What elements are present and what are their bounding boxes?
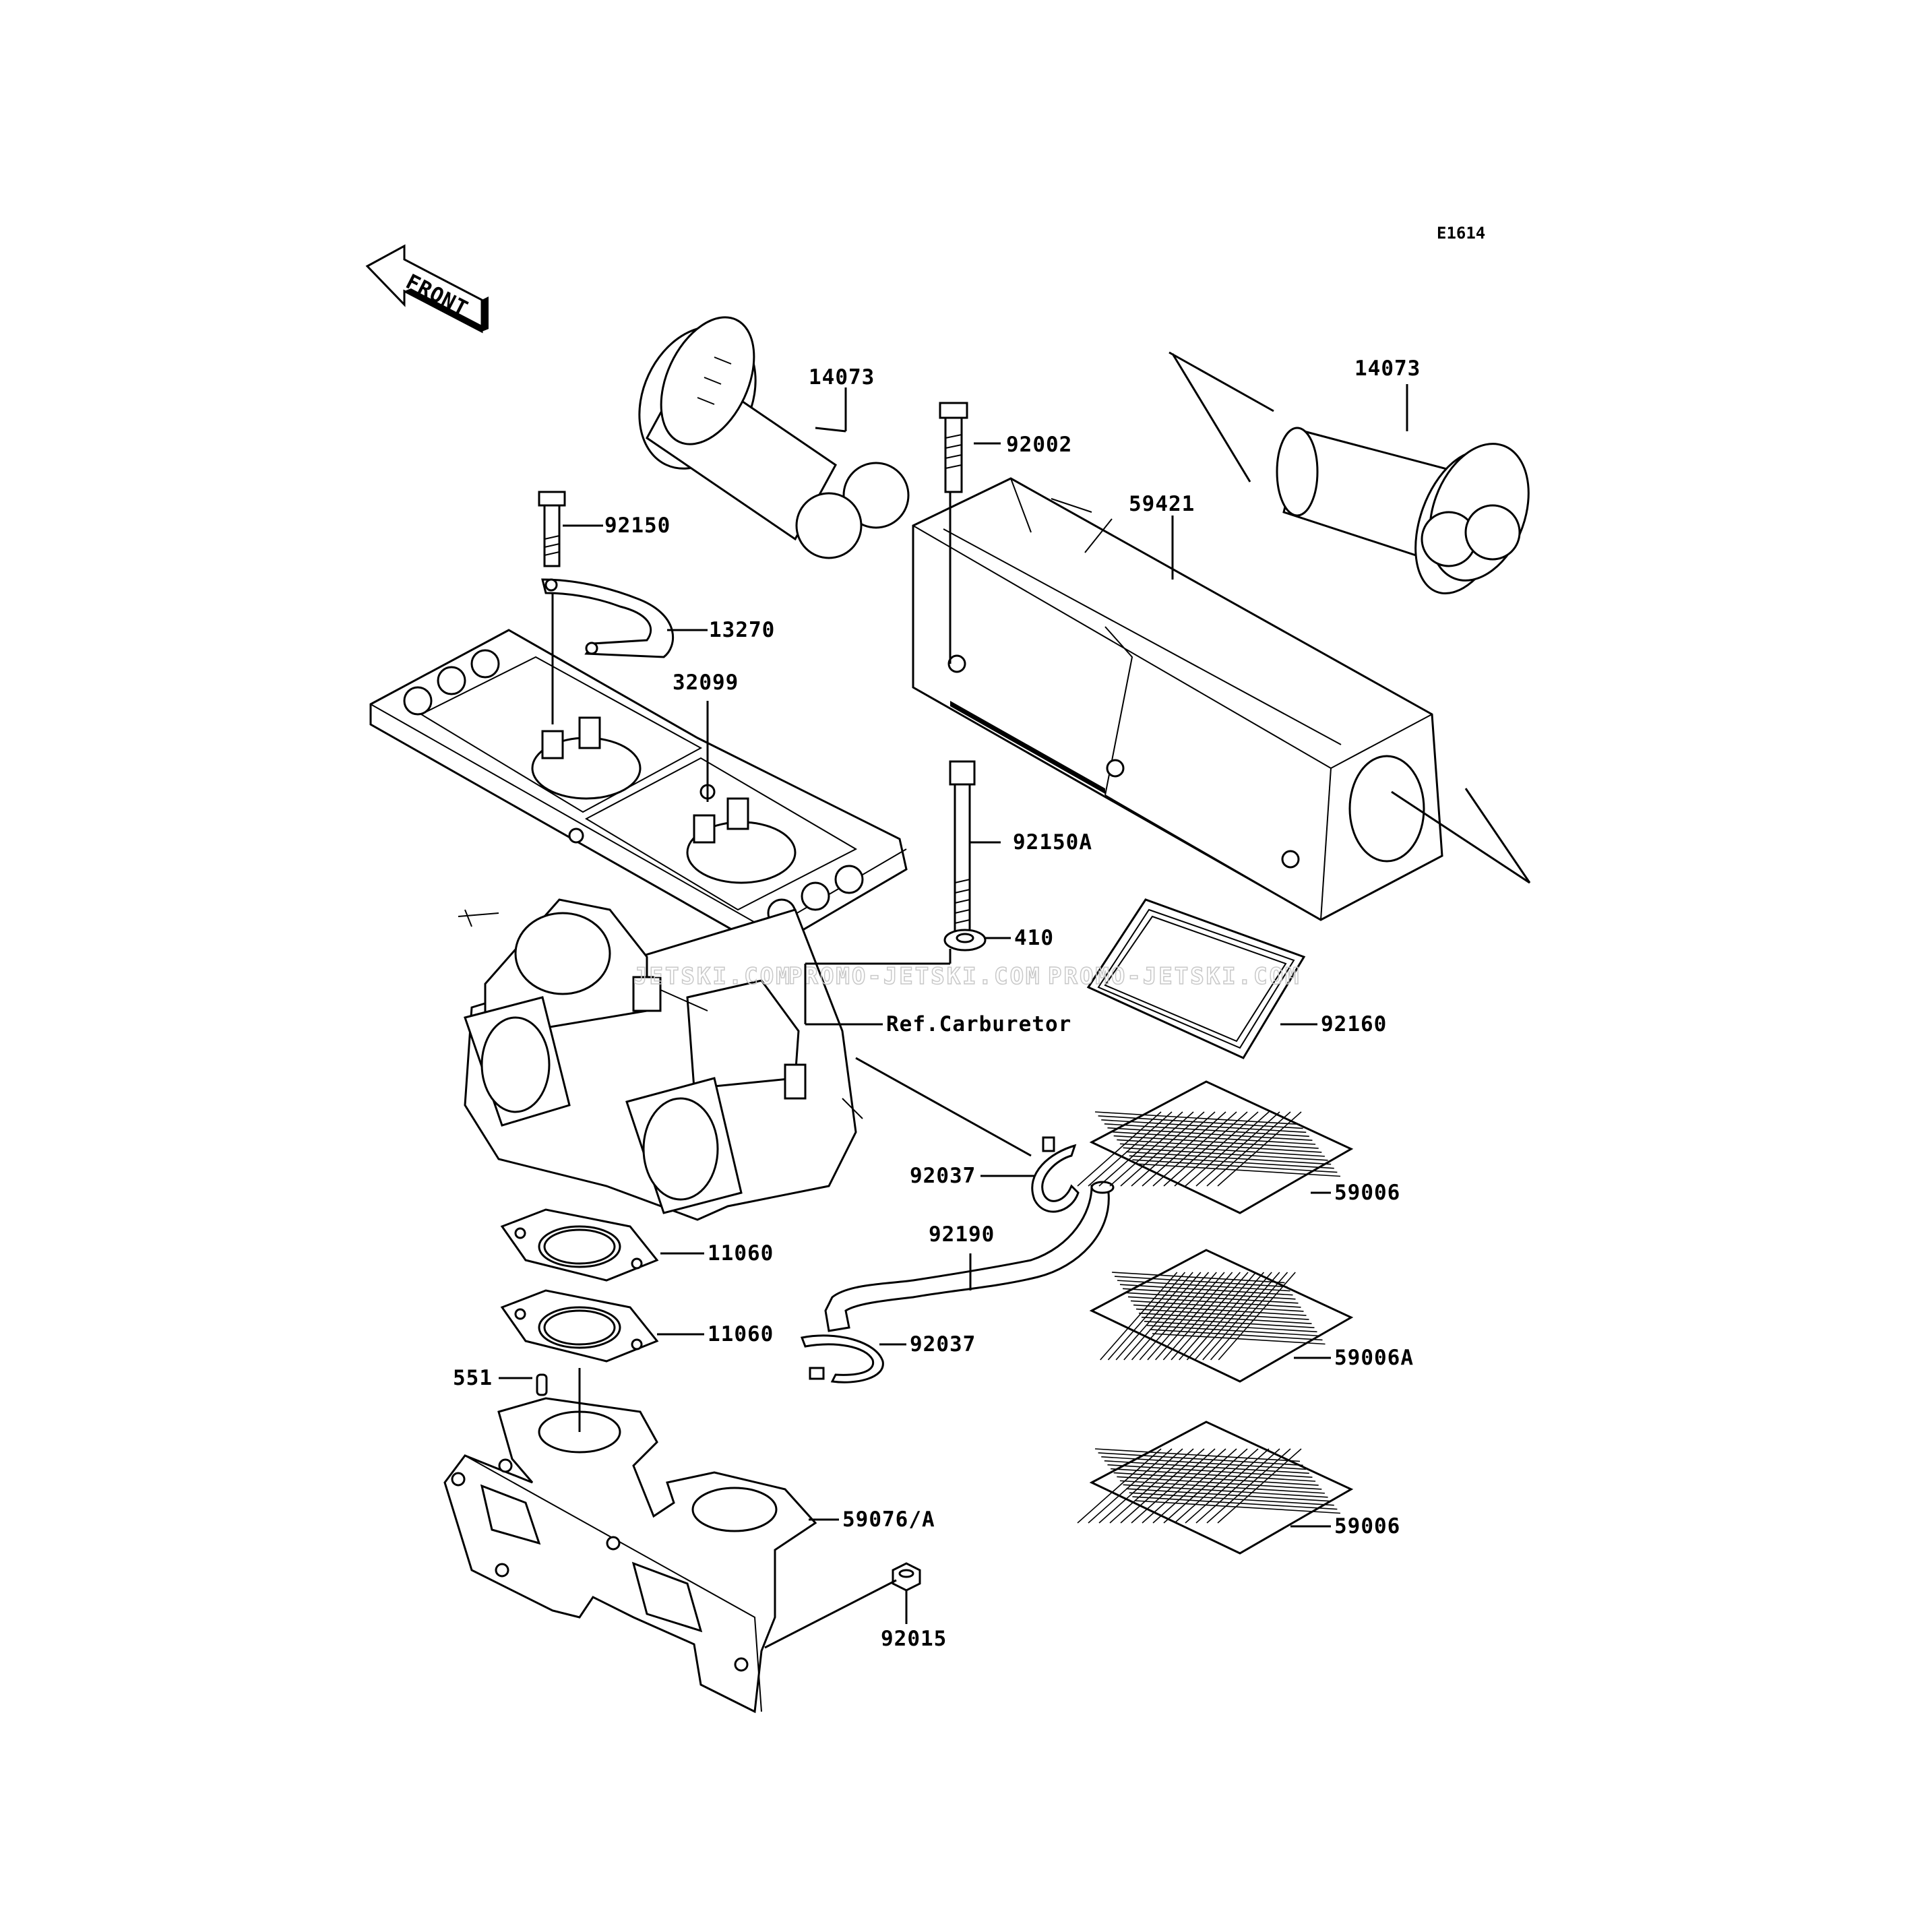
label-13270: 13270 [709,618,775,642]
label-92160: 92160 [1321,1012,1387,1036]
label-32099: 32099 [673,671,739,695]
leader-lines [499,351,1531,1649]
label-92002: 92002 [1006,433,1072,457]
clamp-92037-lower [800,1334,884,1383]
bolt-92150 [538,491,566,567]
clamp-92037-upper [1031,1136,1080,1213]
label-92037-lower: 92037 [910,1332,976,1357]
watermark-2: PROMO-JETSKI.COM [1048,963,1301,990]
label-59421: 59421 [1129,492,1195,516]
screen-59006-lower [1077,1421,1354,1555]
bracket-13270 [541,578,675,658]
screen-59006A-middle [1089,1249,1354,1383]
silencer-base [369,629,908,952]
inlet-tube-right [1276,427,1530,595]
carburetor-assembly [458,898,863,1221]
gasket-11060-lower [500,1289,659,1363]
washer-410 [943,929,987,952]
label-92190: 92190 [929,1222,995,1247]
label-92015: 92015 [881,1627,947,1651]
label-14073-left: 14073 [809,365,875,389]
inlet-tube-left [638,316,910,559]
label-59076A: 59076/A [842,1507,935,1532]
label-92150: 92150 [604,513,671,538]
bolt-92002 [939,402,968,493]
manifold-59076A [443,1397,817,1714]
label-59006A: 59006A [1334,1346,1414,1370]
label-92150A: 92150A [1013,830,1092,854]
watermark-fragment: JETSKI.COM [633,963,792,990]
label-59006-upper: 59006 [1334,1181,1400,1205]
label-59006-lower: 59006 [1334,1514,1400,1538]
label-92037-upper: 92037 [910,1164,976,1188]
front-arrow-icon: FRONT [365,244,489,334]
label-11060-upper: 11060 [708,1241,774,1266]
silencer-cover [912,477,1443,921]
label-410: 410 [1014,926,1054,950]
bolt-92150A [949,760,976,934]
gasket-92160 [1086,898,1306,1059]
label-14073-right: 14073 [1354,356,1421,381]
label-551: 551 [453,1366,493,1390]
screen-59006-upper [1077,1080,1354,1214]
hose-92190 [824,1181,1115,1332]
label-11060-lower: 11060 [708,1322,774,1346]
label-ref-carburetor: Ref.Carburetor [886,1012,1071,1036]
diagram-code: E1614 [1437,224,1485,243]
gasket-11060-upper [500,1208,659,1282]
nut-92015 [892,1562,921,1592]
watermark-1: PROMO-JETSKI.COM [788,963,1042,990]
